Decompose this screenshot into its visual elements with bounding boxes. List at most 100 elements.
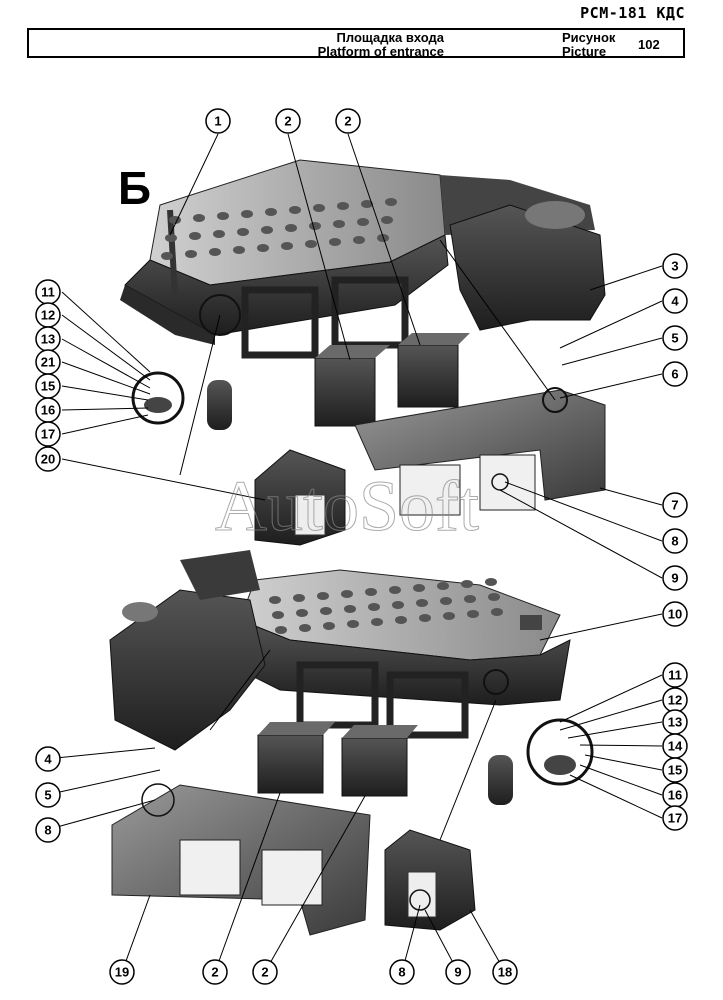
callout-circle — [662, 361, 688, 387]
platform-hole — [217, 212, 229, 220]
lower-end-cap-left — [109, 550, 266, 751]
callout-number: 19 — [115, 965, 129, 980]
platform-hole — [416, 599, 428, 607]
lower-brackets — [296, 661, 469, 739]
platform-hole — [237, 228, 249, 236]
upper-end-cap-left — [254, 449, 346, 546]
callout-number: 4 — [44, 752, 52, 767]
callout-circle — [662, 805, 688, 831]
callout-circle — [662, 601, 688, 627]
platform-hole — [381, 216, 393, 224]
platform-hole — [485, 578, 497, 586]
lower-end-cap-right — [384, 829, 476, 931]
callout-circle — [662, 288, 688, 314]
lower-holes — [269, 578, 503, 634]
callout-circle — [275, 108, 301, 134]
lower-detail-circle — [526, 718, 594, 786]
platform-hole — [347, 620, 359, 628]
callout-number: 11 — [668, 668, 682, 683]
platform-hole — [437, 582, 449, 590]
callout-circle — [205, 108, 231, 134]
callout-number: 4 — [671, 294, 679, 309]
callout-number: 5 — [671, 331, 678, 346]
callout-number: 15 — [41, 379, 55, 394]
callout-circle — [335, 108, 361, 134]
platform-hole — [333, 220, 345, 228]
callout-number: 2 — [211, 965, 218, 980]
platform-hole — [293, 594, 305, 602]
platform-hole — [189, 232, 201, 240]
callout-number: 16 — [41, 403, 55, 418]
platform-hole — [385, 198, 397, 206]
callout-number: 9 — [454, 965, 461, 980]
platform-hole — [461, 580, 473, 588]
picture-label-english: Picture — [562, 44, 607, 59]
callout-number: 5 — [44, 788, 51, 803]
platform-hole — [281, 242, 293, 250]
lower-cover-zoom-circle — [141, 783, 175, 817]
callout-number: 8 — [671, 534, 678, 549]
callout-circle — [35, 782, 61, 808]
platform-hole — [161, 252, 173, 260]
callout-circle — [35, 746, 61, 772]
platform-hole — [443, 612, 455, 620]
callout-circle — [662, 253, 688, 279]
callout-circle — [492, 959, 518, 985]
callout-circle — [35, 446, 61, 472]
platform-hole — [467, 610, 479, 618]
callout-circle — [445, 959, 471, 985]
platform-hole — [272, 611, 284, 619]
picture-number: 102 — [638, 37, 660, 52]
platform-hole — [341, 590, 353, 598]
platform-hole — [169, 216, 181, 224]
platform-hole — [261, 226, 273, 234]
lower-box-right — [341, 725, 418, 797]
platform-hole — [305, 240, 317, 248]
platform-hole — [265, 208, 277, 216]
title-english: Platform of entrance — [317, 44, 444, 59]
callout-number: 13 — [41, 332, 55, 347]
callout-number: 3 — [671, 259, 678, 274]
callout-number: 8 — [44, 823, 51, 838]
callout-number: 15 — [668, 763, 682, 778]
upper-box-right — [397, 333, 470, 408]
platform-hole — [269, 596, 281, 604]
leader-lines — [45, 133, 663, 973]
platform-hole — [357, 218, 369, 226]
platform-hole — [209, 248, 221, 256]
callout-number: 2 — [261, 965, 268, 980]
watermark-text: AutoSoft — [215, 466, 479, 546]
platform-hole — [323, 622, 335, 630]
callout-circle — [35, 421, 61, 447]
platform-hole — [337, 202, 349, 210]
platform-hole — [344, 605, 356, 613]
callout-number: 12 — [41, 308, 55, 323]
lower-zoom-circle — [483, 669, 509, 695]
callout-number: 11 — [41, 285, 55, 300]
lower-box-left — [257, 722, 335, 794]
callout-circle — [35, 817, 61, 843]
callout-circle — [662, 492, 688, 518]
callout-circle — [662, 662, 688, 688]
platform-hole — [285, 224, 297, 232]
platform-hole — [389, 586, 401, 594]
platform-hole — [361, 200, 373, 208]
callout-circle — [662, 325, 688, 351]
callout-number: 1 — [214, 114, 221, 129]
platform-hole — [464, 595, 476, 603]
platform-hole — [241, 210, 253, 218]
callout-circle — [389, 959, 415, 985]
platform-hole — [296, 609, 308, 617]
title-russian: Площадка входа — [336, 30, 444, 45]
callout-circle — [202, 959, 228, 985]
platform-hole — [329, 238, 341, 246]
platform-hole — [413, 584, 425, 592]
platform-hole — [365, 588, 377, 596]
platform-hole — [275, 626, 287, 634]
platform-hole — [371, 618, 383, 626]
view-letter: Б — [118, 162, 151, 214]
document-code: РСМ-181 КДС — [580, 4, 685, 22]
platform-hole — [353, 236, 365, 244]
platform-hole — [395, 616, 407, 624]
